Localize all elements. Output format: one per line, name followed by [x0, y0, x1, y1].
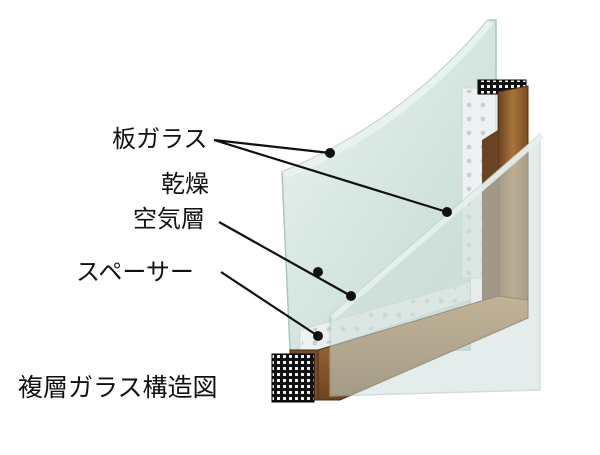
label-spacer: スペーサー [76, 258, 194, 286]
diagram-caption: 複層ガラス構造図 [18, 373, 218, 402]
leader-dot-spacer [313, 331, 323, 341]
leader-line-dry-air [218, 221, 352, 297]
desiccant-block-bottom [271, 353, 315, 403]
leader-line-glass-rear [213, 138, 331, 155]
leader-line-glass-front [213, 138, 448, 214]
label-dry-air-line2: 空気層 [133, 205, 205, 233]
leader-dot-dry-air [346, 291, 356, 301]
label-sheet-glass: 板ガラス [112, 125, 208, 153]
leader-dot-glass-rear [325, 148, 335, 158]
label-dry-air-line1: 乾燥 [161, 170, 209, 198]
leader-dot-air-gap [313, 267, 323, 277]
leader-line-spacer [220, 271, 319, 337]
front-glass-edge [330, 134, 544, 320]
leader-dot-glass-front [442, 207, 452, 217]
